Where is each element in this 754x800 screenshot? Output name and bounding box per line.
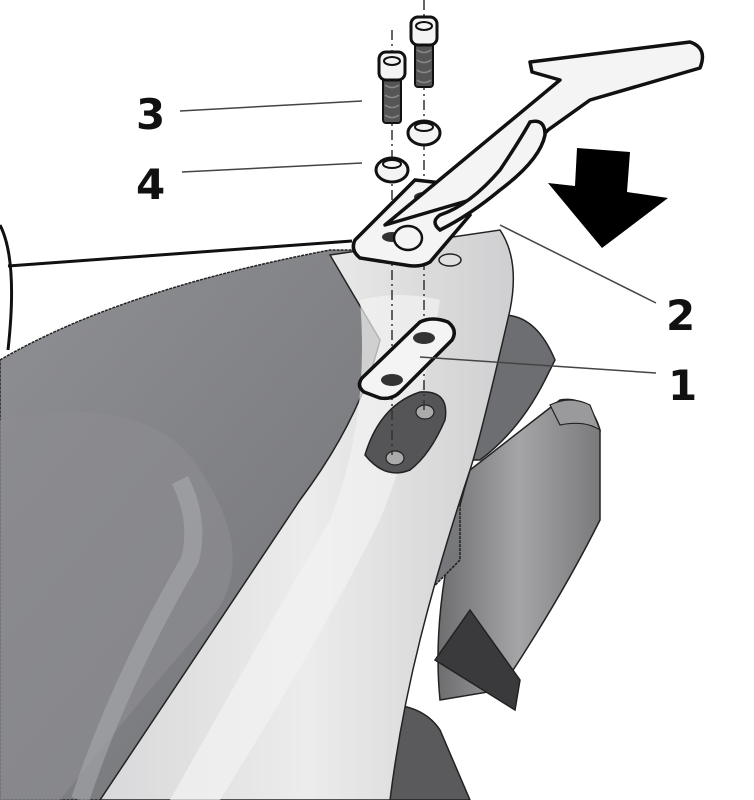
recess-hole-upper bbox=[415, 404, 435, 420]
leader-line-1 bbox=[419, 356, 657, 374]
plate-hole-lower bbox=[381, 374, 403, 386]
detail-callout-circle bbox=[0, 224, 353, 351]
leader-line-4 bbox=[181, 162, 363, 173]
callout-label-2: 2 bbox=[666, 291, 695, 340]
part-3-bolts bbox=[377, 15, 439, 124]
part-2-rack-bracket bbox=[351, 40, 705, 268]
bolt-left bbox=[377, 50, 407, 124]
leader-lines bbox=[179, 100, 657, 374]
mounting-recess bbox=[364, 391, 447, 474]
callout-label-4: 4 bbox=[136, 160, 165, 209]
washer-left bbox=[374, 156, 410, 184]
callout-label-3: 3 bbox=[136, 90, 165, 139]
install-direction-arrow-icon bbox=[548, 148, 668, 248]
part-4-washers bbox=[374, 119, 442, 184]
recess-hole-lower bbox=[385, 450, 405, 466]
bolt-right bbox=[409, 15, 439, 88]
plate-hole-upper bbox=[413, 332, 435, 344]
part-1-mounting-plate bbox=[357, 317, 456, 401]
washer-right bbox=[406, 119, 442, 147]
leader-line-3 bbox=[179, 100, 363, 112]
side-bracket bbox=[433, 608, 521, 712]
callout-label-1: 1 bbox=[668, 361, 697, 410]
leader-line-2 bbox=[499, 224, 657, 304]
